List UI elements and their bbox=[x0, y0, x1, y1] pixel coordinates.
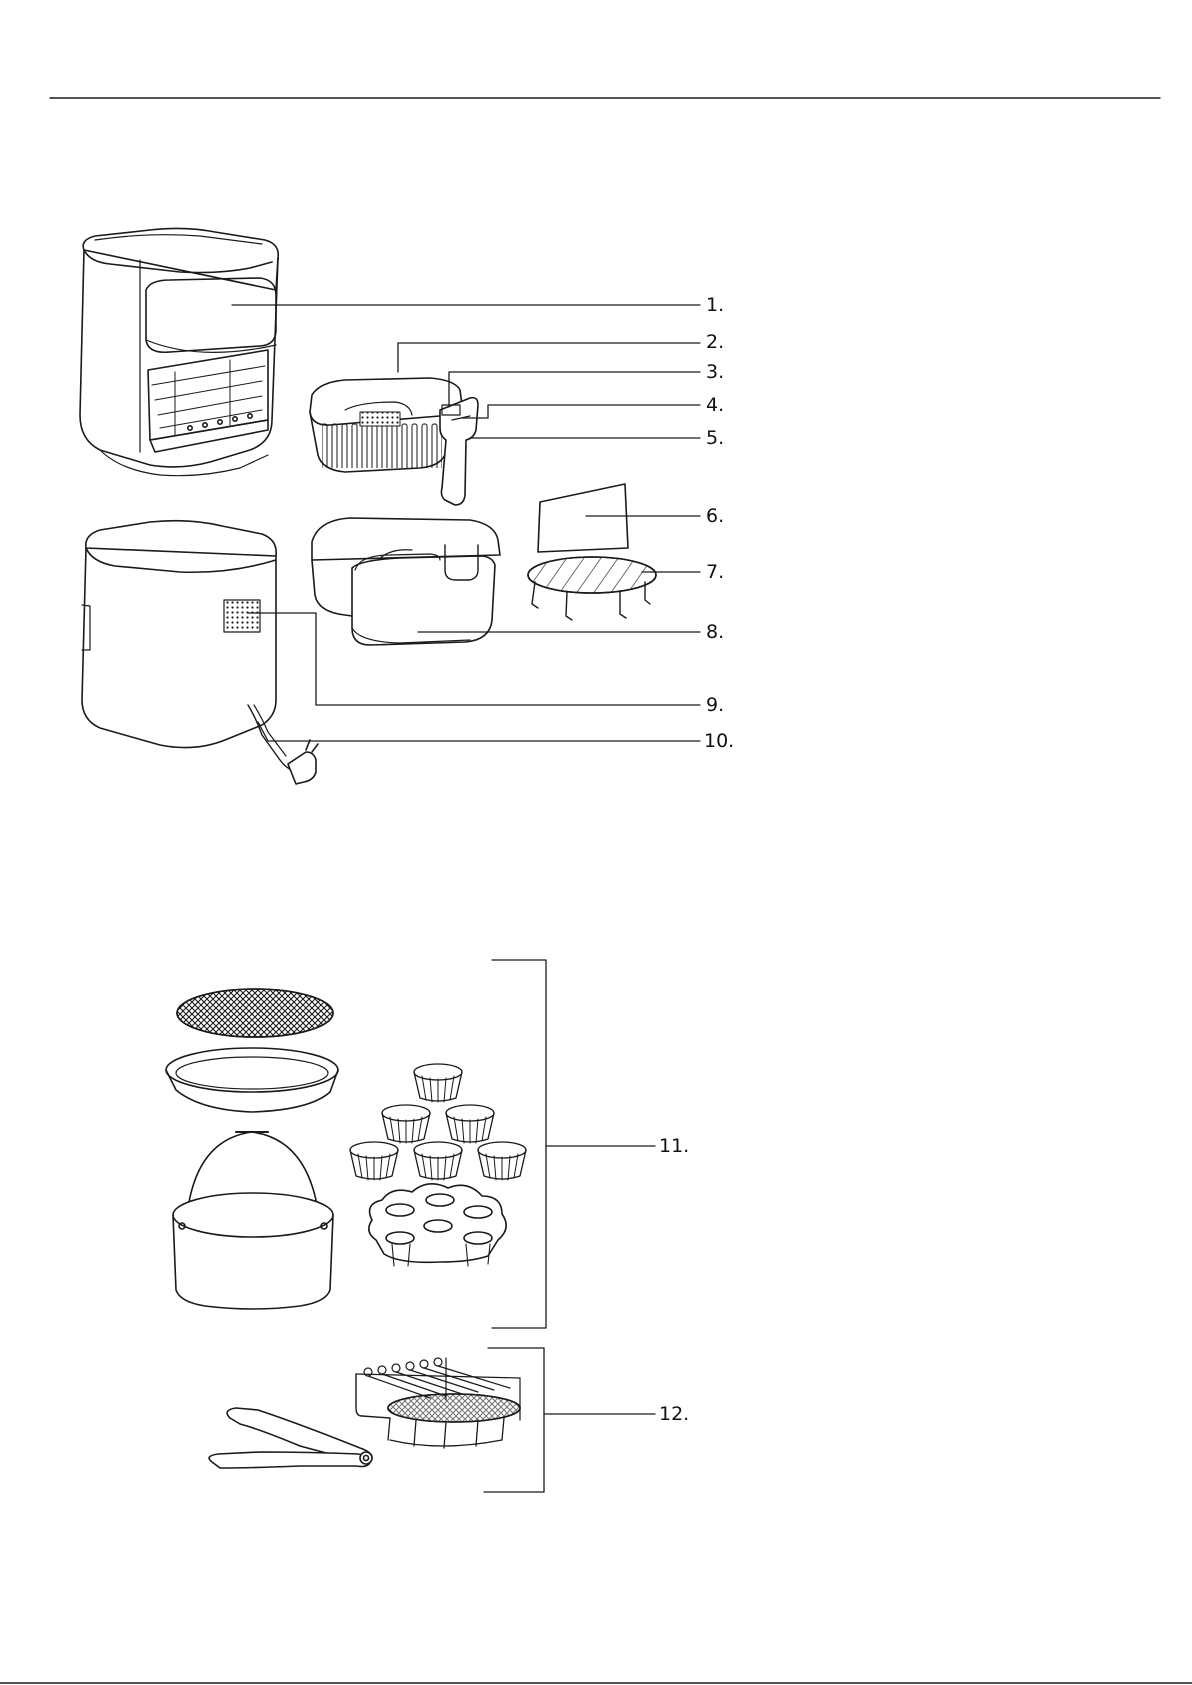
label-10: 10. bbox=[704, 732, 734, 751]
leader-10 bbox=[258, 722, 700, 741]
leader-4 bbox=[462, 405, 700, 418]
wire-rack-illustration bbox=[528, 557, 656, 620]
label-12: 12. bbox=[659, 1405, 689, 1424]
label-7: 7. bbox=[706, 563, 724, 582]
leader-3 bbox=[449, 372, 700, 407]
air-fryer-back-illustration bbox=[82, 521, 318, 784]
label-6: 6. bbox=[706, 507, 724, 526]
air-fryer-front-illustration bbox=[80, 228, 278, 475]
label-11: 11. bbox=[659, 1137, 689, 1156]
label-2: 2. bbox=[706, 333, 724, 352]
separator-plate-illustration bbox=[538, 484, 628, 552]
fry-basket-illustration bbox=[310, 378, 478, 505]
label-9: 9. bbox=[706, 696, 724, 715]
tongs-illustration bbox=[209, 1408, 372, 1468]
label-5: 5. bbox=[706, 429, 724, 448]
accessory-kit-illustration bbox=[166, 989, 526, 1309]
label-3: 3. bbox=[706, 363, 724, 382]
leader-2 bbox=[398, 343, 700, 372]
skewer-rack-illustration bbox=[356, 1358, 520, 1448]
label-1: 1. bbox=[706, 296, 724, 315]
label-4: 4. bbox=[706, 396, 724, 415]
outer-pan-illustration bbox=[312, 518, 500, 645]
label-8: 8. bbox=[706, 623, 724, 642]
